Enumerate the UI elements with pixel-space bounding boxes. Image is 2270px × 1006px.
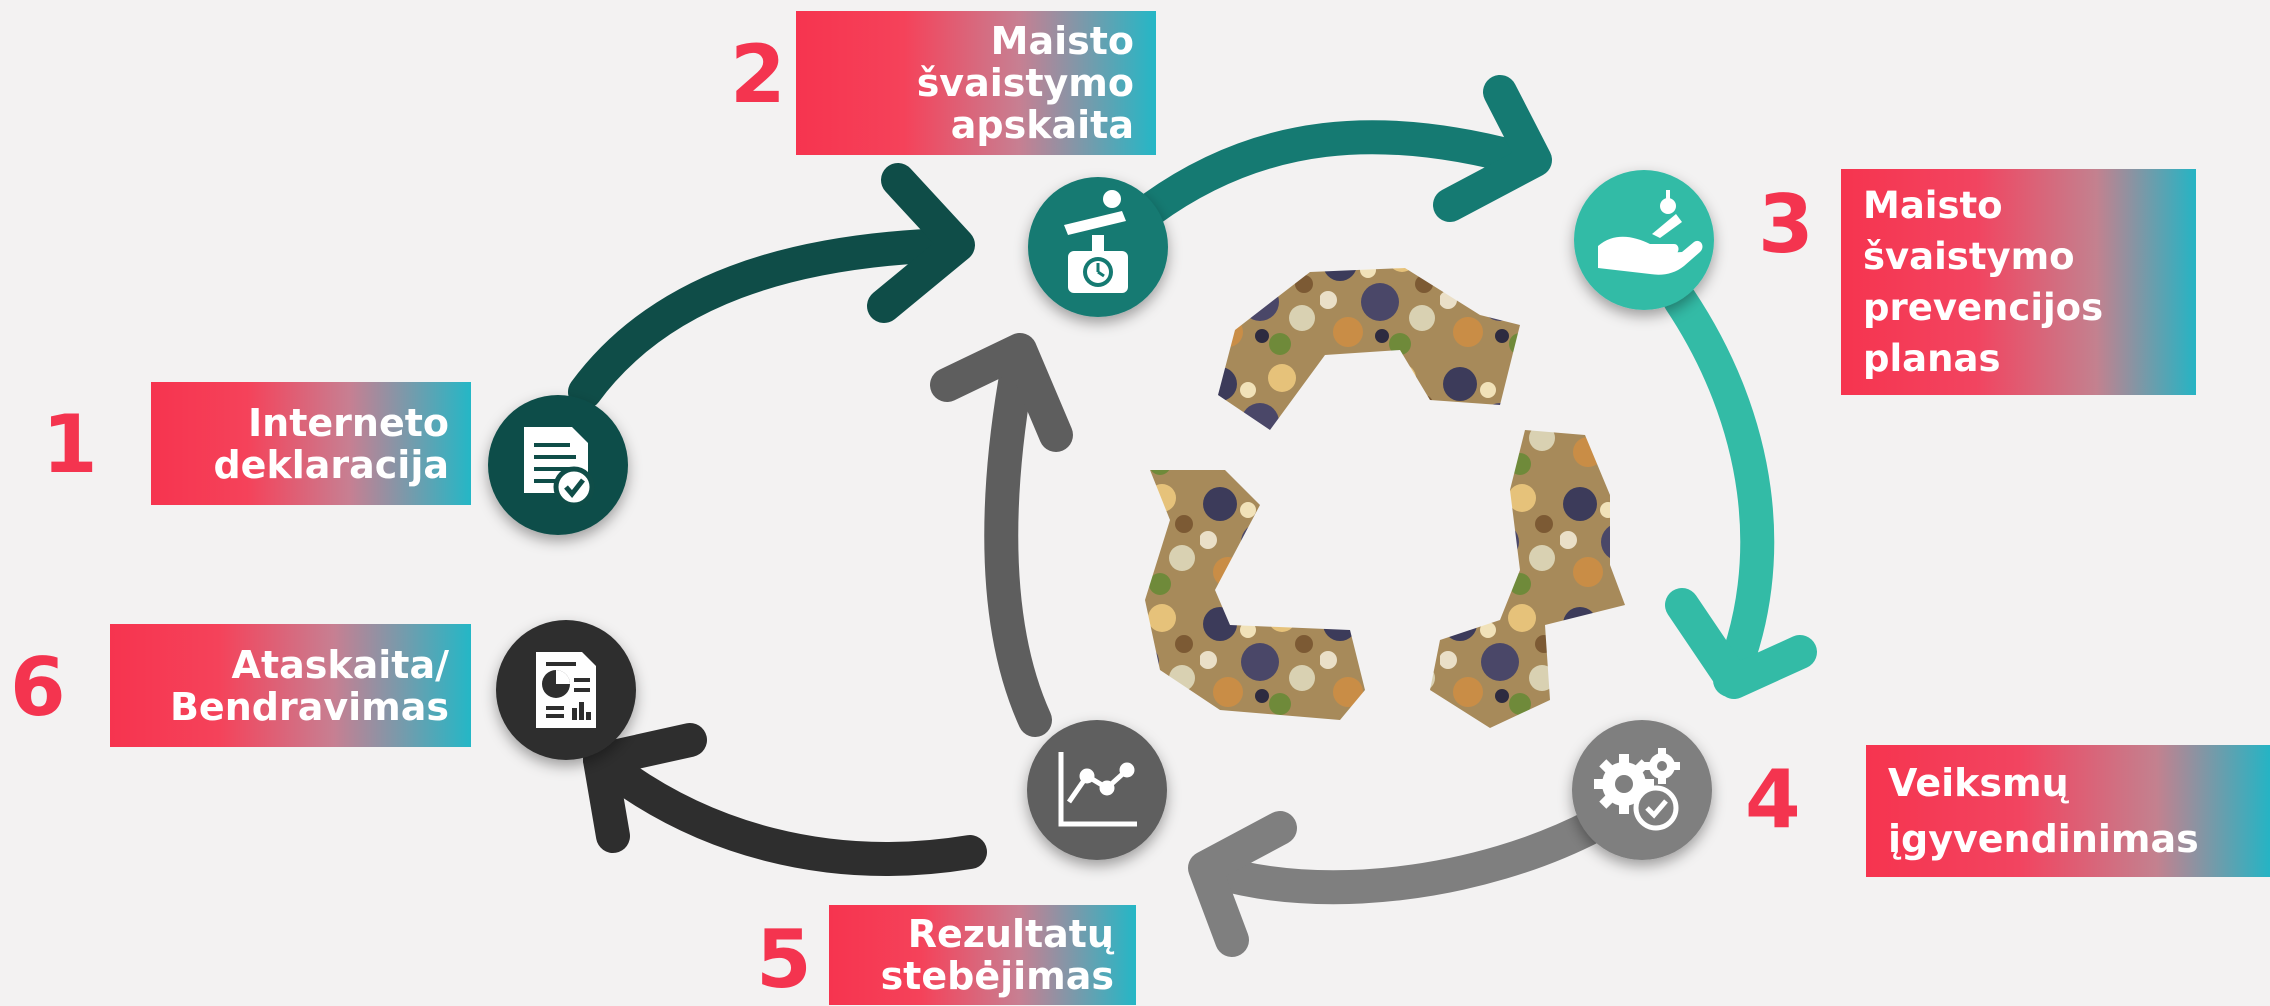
- step1-label: Interneto deklaracija: [151, 382, 471, 505]
- step5-label-line: stebėjimas: [880, 954, 1114, 998]
- step6-number: 6: [10, 641, 66, 734]
- step6-label-line: Bendravimas: [169, 684, 449, 729]
- step3-icon-circle: [1574, 170, 1714, 310]
- arrow-step3-to-step4: [1663, 283, 1817, 699]
- step4-icon-circle: [1572, 720, 1712, 860]
- report-chart-icon: [536, 652, 596, 728]
- step1-label-line: deklaracija: [213, 442, 449, 487]
- step4-label-line: įgyvendinimas: [1888, 817, 2199, 861]
- step4-label-line: Veiksmų: [1888, 761, 2069, 805]
- step3-label-line: švaistymo: [1863, 235, 2075, 278]
- step2-label-line: švaistymo: [916, 61, 1134, 105]
- arrow-step5-to-step2: [930, 333, 1073, 737]
- step3-label-line: prevencijos: [1863, 286, 2104, 329]
- line-chart-icon: [1058, 752, 1137, 827]
- step6-label-line: Ataskaita/: [231, 642, 449, 687]
- step2-icon-circle: [1028, 177, 1168, 317]
- food-scale-icon: [1064, 190, 1128, 293]
- step2-label-line: apskaita: [950, 103, 1134, 147]
- step4-number: 4: [1745, 753, 1801, 846]
- step5-label: Rezultatų stebėjimas: [829, 905, 1136, 1005]
- step3-label-line: Maisto: [1863, 184, 2003, 227]
- step3-label-line: planas: [1863, 337, 2001, 380]
- step3-number: 3: [1758, 178, 1814, 271]
- step1-icon-circle: [488, 395, 628, 535]
- step5-number: 5: [756, 913, 812, 1006]
- recycle-food-waste-icon: [1145, 268, 1625, 728]
- arrow-step1-to-step2: [568, 163, 975, 409]
- arrow-step2-to-step3: [1133, 75, 1552, 227]
- gears-check-icon: [1594, 748, 1680, 831]
- step6-icon-circle: [496, 620, 636, 760]
- step2-number: 2: [730, 28, 786, 121]
- step5-icon-circle: [1027, 720, 1167, 860]
- step5-label-line: Rezultatų: [907, 912, 1114, 956]
- hand-food-icon: [1598, 190, 1703, 275]
- step2-label-line: Maisto: [990, 19, 1134, 63]
- step3-label: Maisto švaistymo prevencijos planas: [1841, 169, 2196, 395]
- step2-label: Maisto švaistymo apskaita: [796, 11, 1156, 155]
- arrow-step4-to-step5: [1188, 808, 1612, 957]
- document-check-icon: [524, 427, 595, 508]
- step1-label-line: Interneto: [248, 400, 449, 445]
- step1-number: 1: [42, 398, 98, 491]
- step6-label: Ataskaita/ Bendravimas: [110, 624, 471, 747]
- step4-label: Veiksmų įgyvendinimas: [1866, 745, 2270, 877]
- arrow-step5-to-step6: [583, 723, 987, 876]
